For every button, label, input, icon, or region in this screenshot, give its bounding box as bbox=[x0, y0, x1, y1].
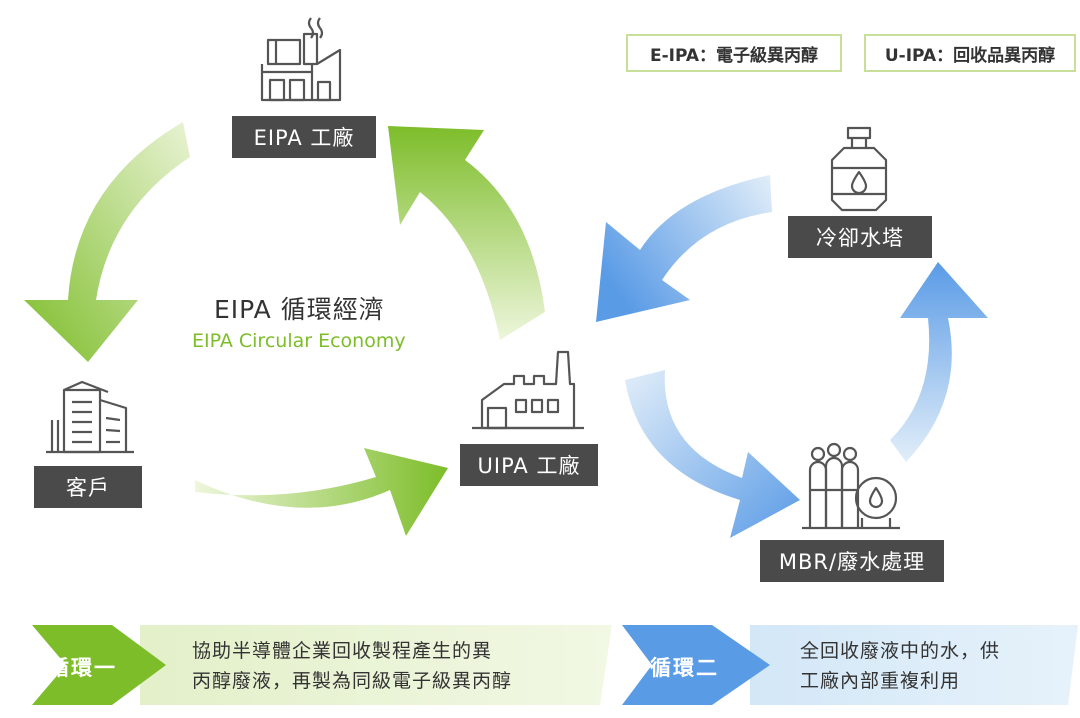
uipa-factory-icon bbox=[472, 350, 584, 430]
label-customer: 客戶 bbox=[34, 466, 142, 508]
arrow-eipa-to-customer bbox=[24, 122, 190, 362]
cycle-one-description: 協助半導體企業回收製程產生的異 丙醇廢液，再製為同級電子級異丙醇 bbox=[192, 636, 512, 696]
cycle-two-description: 全回收廢液中的水，供 工廠內部重複利用 bbox=[800, 636, 1000, 696]
arrow-uipa-to-mbr bbox=[625, 370, 800, 538]
cycle-one-line-1: 協助半導體企業回收製程產生的異 bbox=[192, 640, 493, 662]
arrow-mbr-to-tower bbox=[890, 262, 988, 462]
center-title: EIPA 循環經濟 bbox=[214, 295, 385, 324]
cycle-one-band bbox=[140, 625, 612, 705]
cycle-two-line-1: 全回收廢液中的水，供 bbox=[800, 640, 1001, 662]
label-uipa-factory: UIPA 工廠 bbox=[460, 444, 598, 486]
center-subtitle: EIPA Circular Economy bbox=[192, 330, 406, 352]
label-eipa-factory: EIPA 工廠 bbox=[232, 116, 376, 158]
cycle-one-tag: 循環一 bbox=[48, 656, 117, 680]
customer-building-icon bbox=[46, 380, 134, 454]
label-cooling-tower: 冷卻水塔 bbox=[788, 216, 932, 258]
cycle-one-line-2: 丙醇廢液，再製為同級電子級異丙醇 bbox=[192, 670, 513, 692]
legend-uipa: U-IPA：回收品異丙醇 bbox=[864, 34, 1076, 72]
cycle-two-band bbox=[750, 625, 1078, 705]
cooling-tower-icon bbox=[830, 126, 888, 212]
arrow-uipa-to-eipa bbox=[388, 126, 545, 340]
legend-eipa: E-IPA：電子級異丙醇 bbox=[626, 34, 842, 72]
eipa-factory-icon bbox=[260, 17, 342, 102]
cycle-two-line-2: 工廠內部重複利用 bbox=[800, 670, 961, 692]
cycle-two-tag: 循環二 bbox=[650, 656, 719, 680]
arrow-tower-to-uipa bbox=[596, 175, 772, 322]
label-mbr: MBR/廢水處理 bbox=[760, 540, 944, 582]
cycle-two-arrow bbox=[622, 625, 770, 705]
arrow-customer-to-uipa bbox=[195, 448, 448, 536]
mbr-tanks-icon bbox=[802, 442, 900, 530]
cycle-one-arrow bbox=[32, 625, 166, 705]
